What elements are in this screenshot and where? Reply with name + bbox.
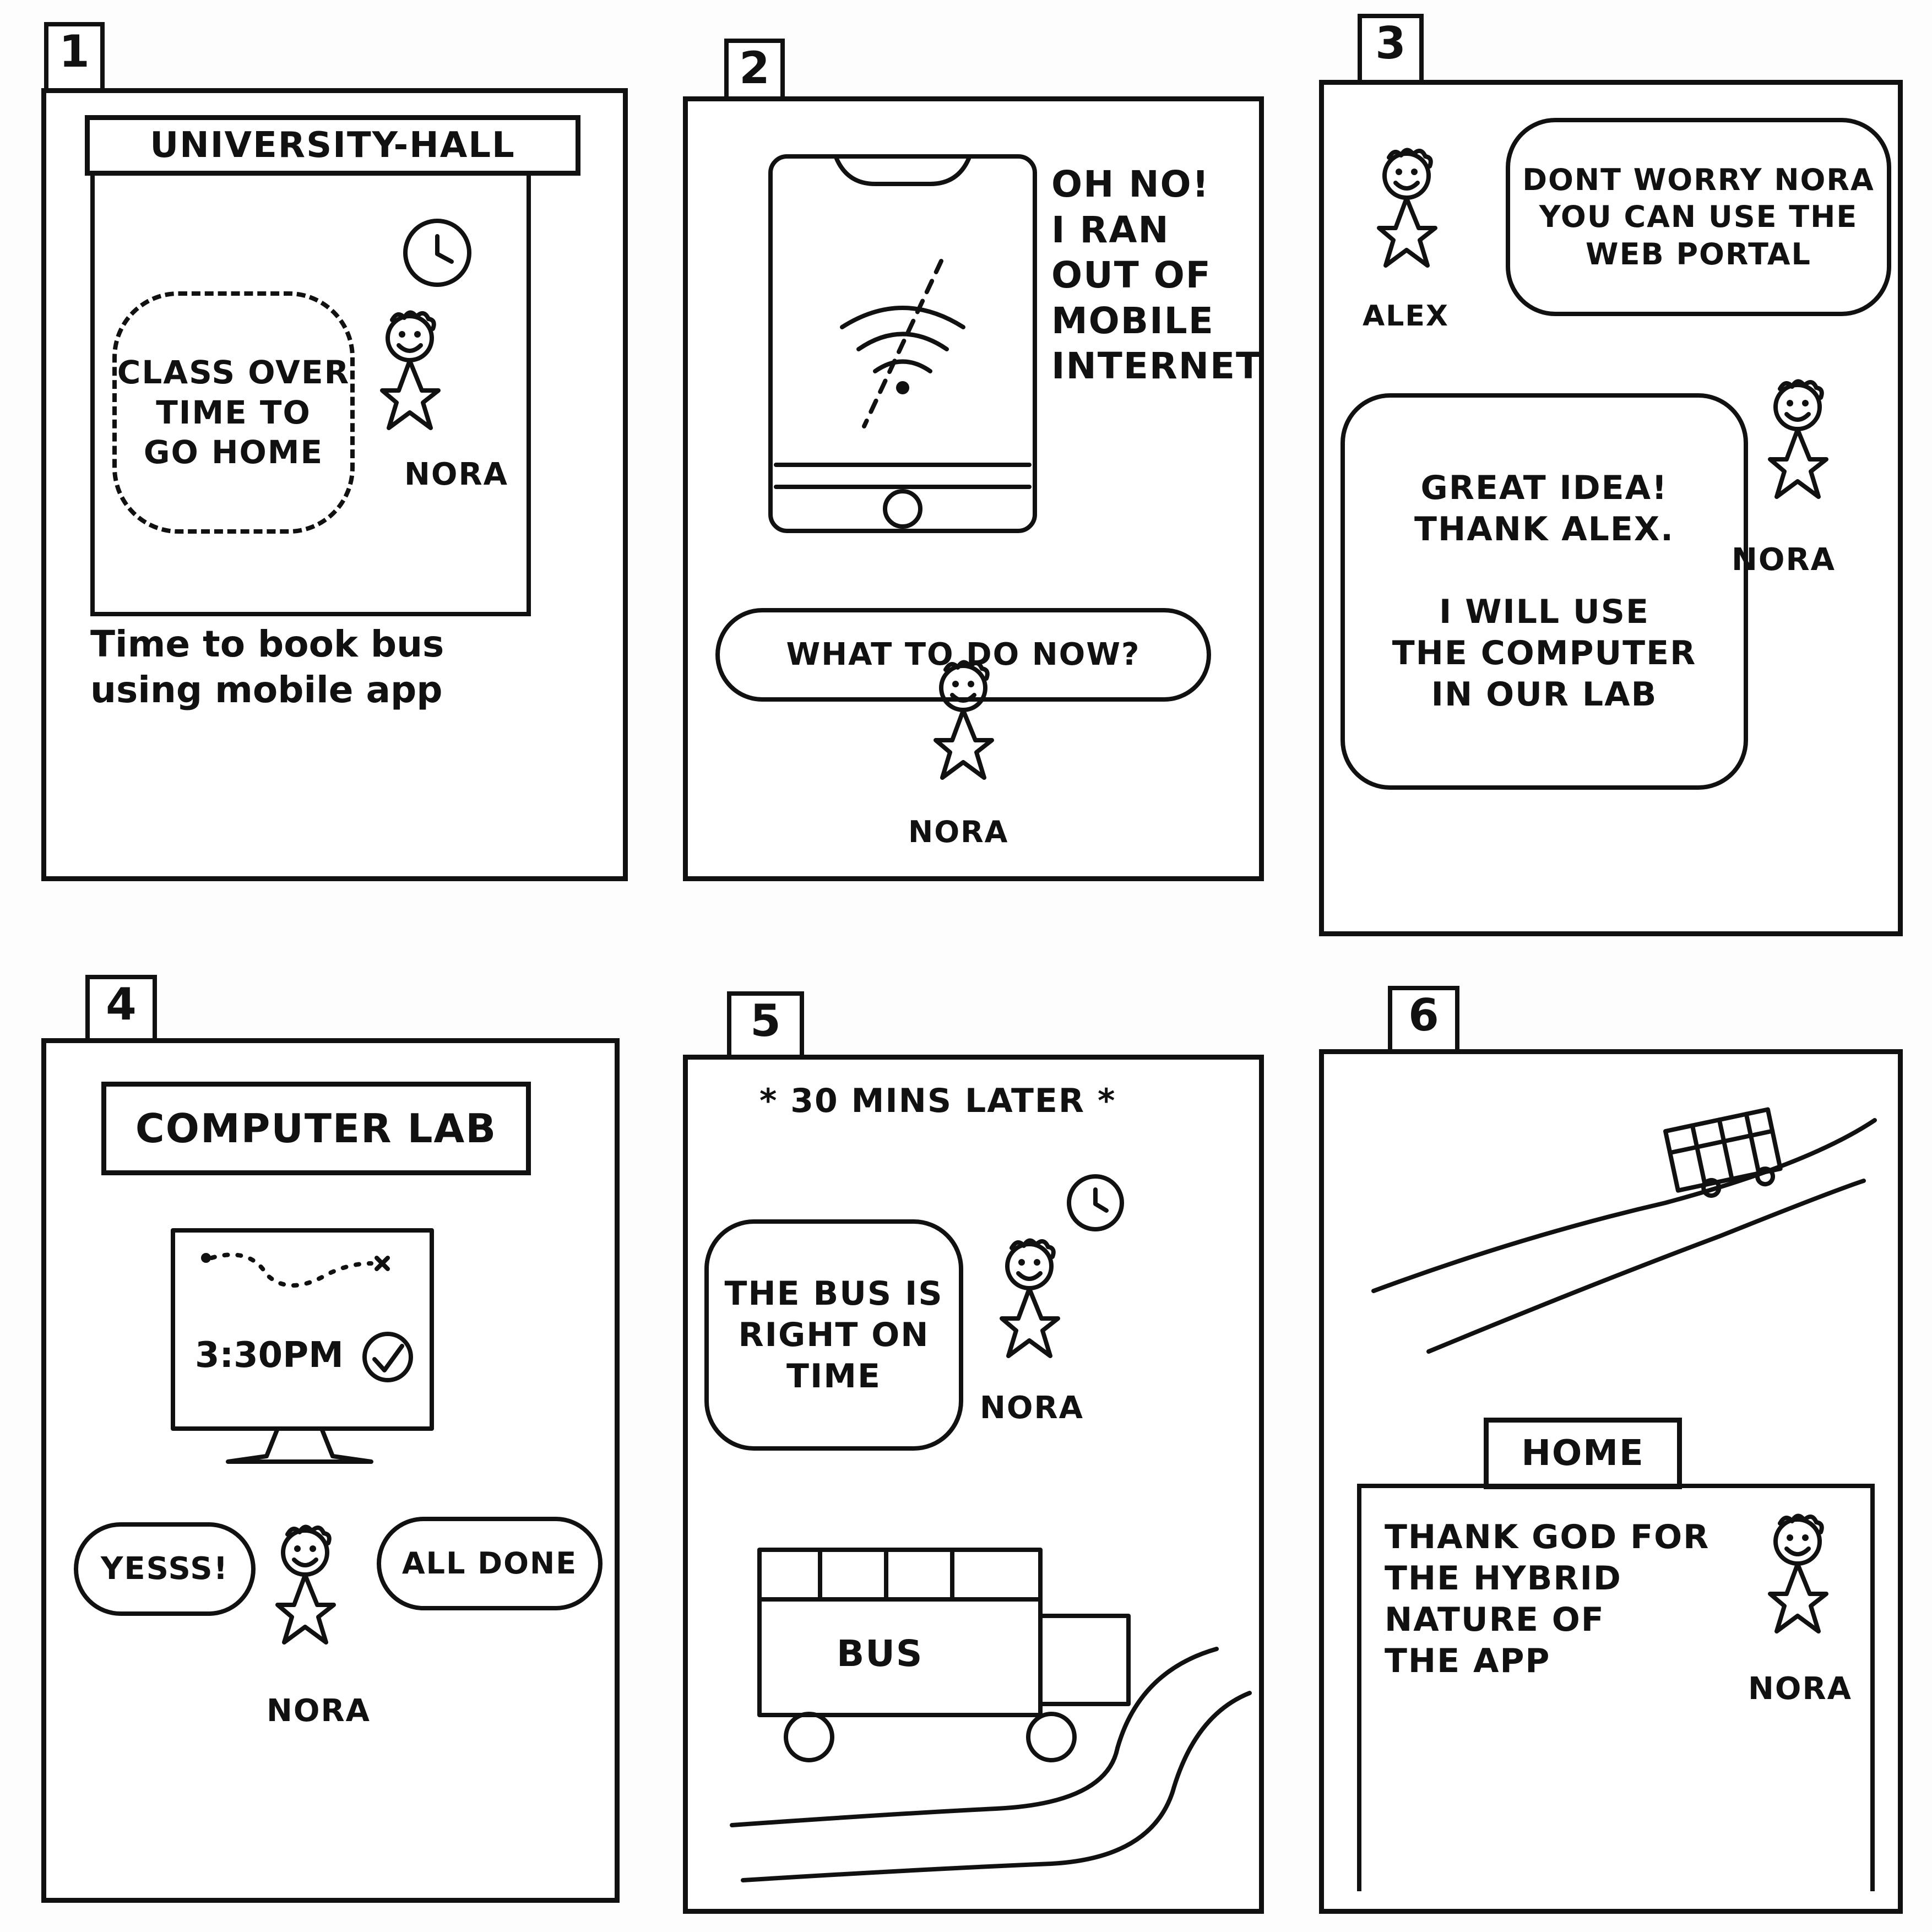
bus-label: BUS <box>837 1632 924 1675</box>
hall-frame <box>90 176 531 616</box>
panel-3: ALEX DONT WORRY NORA YOU CAN USE THE WEB… <box>1319 80 1903 936</box>
home-frame <box>1357 1484 1875 1891</box>
nora-figure <box>272 1528 360 1660</box>
thank-god-text: THANK GOD FOR THE HYBRID NATURE OF THE A… <box>1385 1518 1710 1680</box>
nora-figure <box>996 1241 1084 1374</box>
panel-1-number: 1 <box>44 22 105 88</box>
computer-lab-sign: COMPUTER LAB <box>101 1082 531 1175</box>
panel-2: OH NO! I RAN OUT OF MOBILE INTERNET WHAT… <box>683 96 1264 881</box>
panel-1: UNIVERSITY-HALL Class over TIME TO Go HO… <box>41 88 628 881</box>
alex-speech-bubble: DONT WORRY NORA YOU CAN USE THE WEB PORT… <box>1506 118 1891 316</box>
nora-figure <box>1765 1517 1853 1649</box>
university-hall-sign: UNIVERSITY-HALL <box>85 115 580 176</box>
nora-figure <box>930 663 1018 795</box>
bus-and-road-drawing <box>730 1548 1252 1882</box>
nora-label: NORA <box>908 815 1009 849</box>
panel-4-number: 4 <box>85 975 157 1041</box>
phone-no-signal <box>768 154 1037 533</box>
nora-thought-text: OH NO! I RAN OUT OF MOBILE INTERNET <box>1051 163 1262 387</box>
panel-5-number: 5 <box>727 991 804 1057</box>
panel-2-number: 2 <box>724 39 785 99</box>
nora-label: NORA <box>1748 1671 1852 1707</box>
panel-6-number: 6 <box>1388 986 1459 1052</box>
nora-figure <box>377 313 465 446</box>
bus-on-time-bubble: THE BUS IS RIGHT ON TIME <box>704 1219 963 1451</box>
nora-label: NORA <box>980 1390 1084 1426</box>
monitor-time: 3:30PM <box>195 1335 344 1376</box>
yesss-bubble: YESSS! <box>74 1522 256 1616</box>
monitor-booking-screen <box>171 1228 434 1464</box>
time-later-caption: * 30 MINS LATER * <box>759 1082 1116 1120</box>
panel-3-number: 3 <box>1358 14 1424 83</box>
all-done-bubble: ALL DONE <box>377 1517 603 1610</box>
home-sign: HOME <box>1484 1418 1682 1489</box>
clock-icon <box>403 219 471 287</box>
clock-icon <box>1067 1174 1124 1231</box>
panel-5: * 30 MINS LATER * THE BUS IS RIGHT ON TI… <box>683 1055 1264 1914</box>
nora-label: NORA <box>267 1693 371 1729</box>
bus-on-road-drawing <box>1371 1107 1877 1354</box>
nora-figure <box>1765 382 1853 514</box>
panel-6: HOME THANK GOD FOR THE HYBRID NATURE OF … <box>1319 1049 1903 1914</box>
nora-speech-bubble: Class over TIME TO Go HOME <box>112 291 355 534</box>
what-to-do-bubble: WHAT TO DO NOW? <box>715 608 1211 702</box>
nora-label: NORA <box>1732 542 1836 578</box>
nora-speech-bubble: GREAT IDEA! THANK ALEX. I WILL USE THE C… <box>1341 393 1748 790</box>
alex-figure <box>1374 151 1462 283</box>
nora-label: NORA <box>404 457 508 492</box>
panel-1-caption: Time to book bus using mobile app <box>90 623 444 711</box>
alex-label: ALEX <box>1363 300 1449 333</box>
panel-4: COMPUTER LAB 3:30PM YESSS! ALL DONE NORA <box>41 1038 620 1903</box>
